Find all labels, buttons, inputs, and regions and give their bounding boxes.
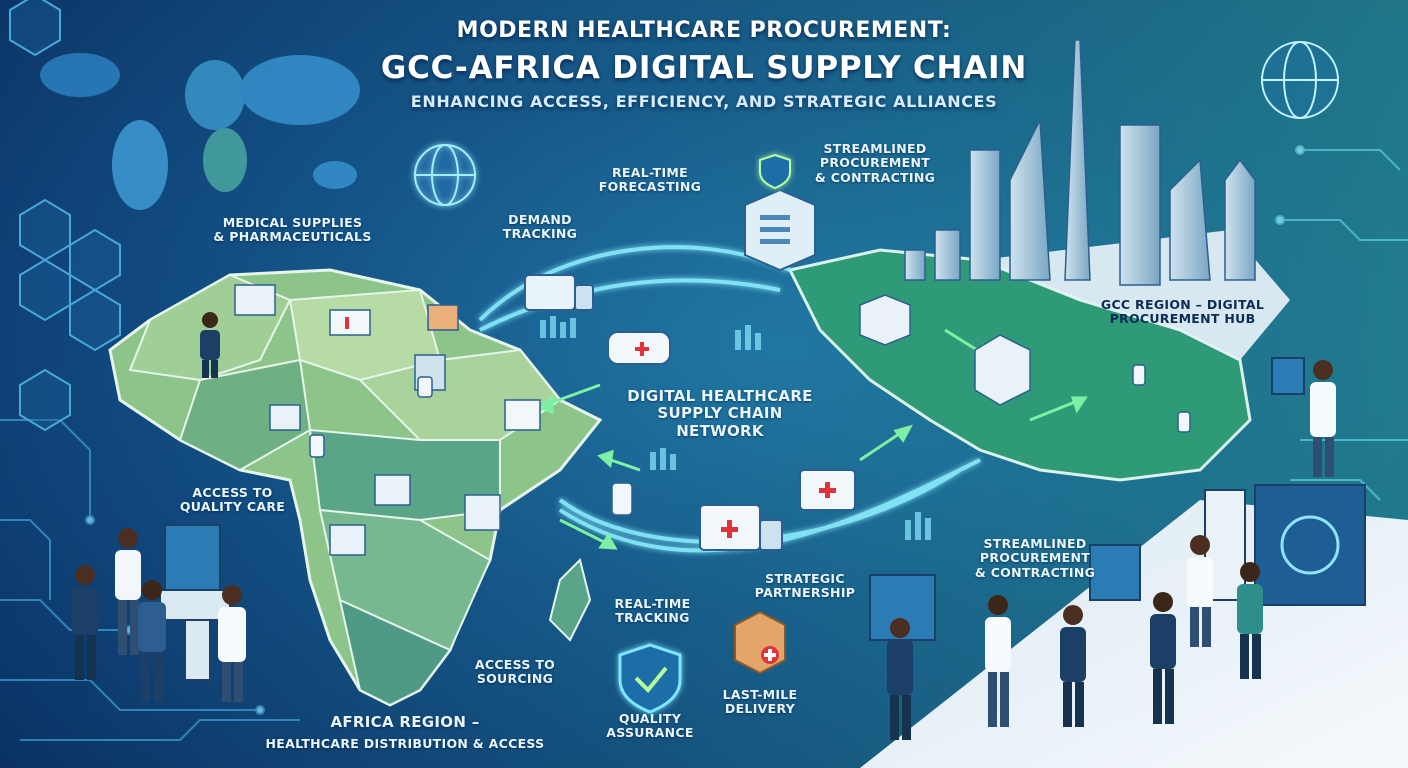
label-streamlined-procurement-bottom: STREAMLINED PROCUREMENT & CONTRACTING xyxy=(974,536,1096,580)
label-streamlined-procurement-top: STREAMLINED PROCUREMENT & CONTRACTING xyxy=(814,141,936,185)
medical-supplies-icons xyxy=(234,284,633,556)
label-network: DIGITAL HEALTHCARE SUPPLY CHAIN NETWORK xyxy=(627,387,813,440)
gcc-skyline xyxy=(904,39,1256,286)
gcc-facility-icons xyxy=(859,294,1191,433)
people-right xyxy=(200,312,1336,740)
server-hub-icon xyxy=(744,188,816,272)
ambulance-van xyxy=(607,331,671,365)
label-africa-region-line1: AFRICA REGION – xyxy=(330,713,480,731)
truck-top xyxy=(524,274,594,311)
label-real-time-forecasting: REAL-TIME FORECASTING xyxy=(598,165,702,195)
hexagon-pattern xyxy=(9,0,121,432)
label-quality-assurance: QUALITY ASSURANCE xyxy=(606,711,694,741)
label-africa-region-line2: HEALTHCARE DISTRIBUTION & ACCESS xyxy=(265,736,545,751)
people-left xyxy=(72,528,246,702)
label-access-quality-care: ACCESS TO QUALITY CARE xyxy=(179,485,286,515)
label-demand-tracking: DEMAND TRACKING xyxy=(502,212,578,242)
label-last-mile-delivery: LAST-MILE DELIVERY xyxy=(722,687,798,717)
delivery-package-icon xyxy=(734,610,786,675)
world-map-dots xyxy=(40,53,360,210)
label-medical-supplies: MEDICAL SUPPLIES & PHARMACEUTICALS xyxy=(213,215,372,245)
workstation-monitors-right xyxy=(869,357,1366,641)
circuit-traces-right xyxy=(1275,145,1408,501)
label-strategic-partnership: STRATEGIC PARTNERSHIP xyxy=(754,571,856,601)
label-gcc-region: GCC REGION – DIGITAL PROCUREMENT HUB xyxy=(1100,297,1265,327)
security-shield-icon xyxy=(759,153,791,190)
truck-bottom-right xyxy=(799,469,856,511)
network-globe-icon xyxy=(414,144,476,206)
workstation-monitor-left xyxy=(159,524,231,681)
label-real-time-tracking: REAL-TIME TRACKING xyxy=(614,596,691,626)
title-line-2: GCC-AFRICA DIGITAL SUPPLY CHAIN xyxy=(380,50,1028,86)
quality-assurance-shield-icon xyxy=(618,643,682,714)
globe-icon xyxy=(1261,41,1339,119)
label-access-sourcing: ACCESS TO SOURCING xyxy=(474,657,556,687)
title-line-1: MODERN HEALTHCARE PROCUREMENT: xyxy=(456,18,952,43)
truck-bottom-left xyxy=(699,504,783,551)
subtitle: ENHANCING ACCESS, EFFICIENCY, AND STRATE… xyxy=(410,92,998,111)
data-bars xyxy=(540,316,931,540)
